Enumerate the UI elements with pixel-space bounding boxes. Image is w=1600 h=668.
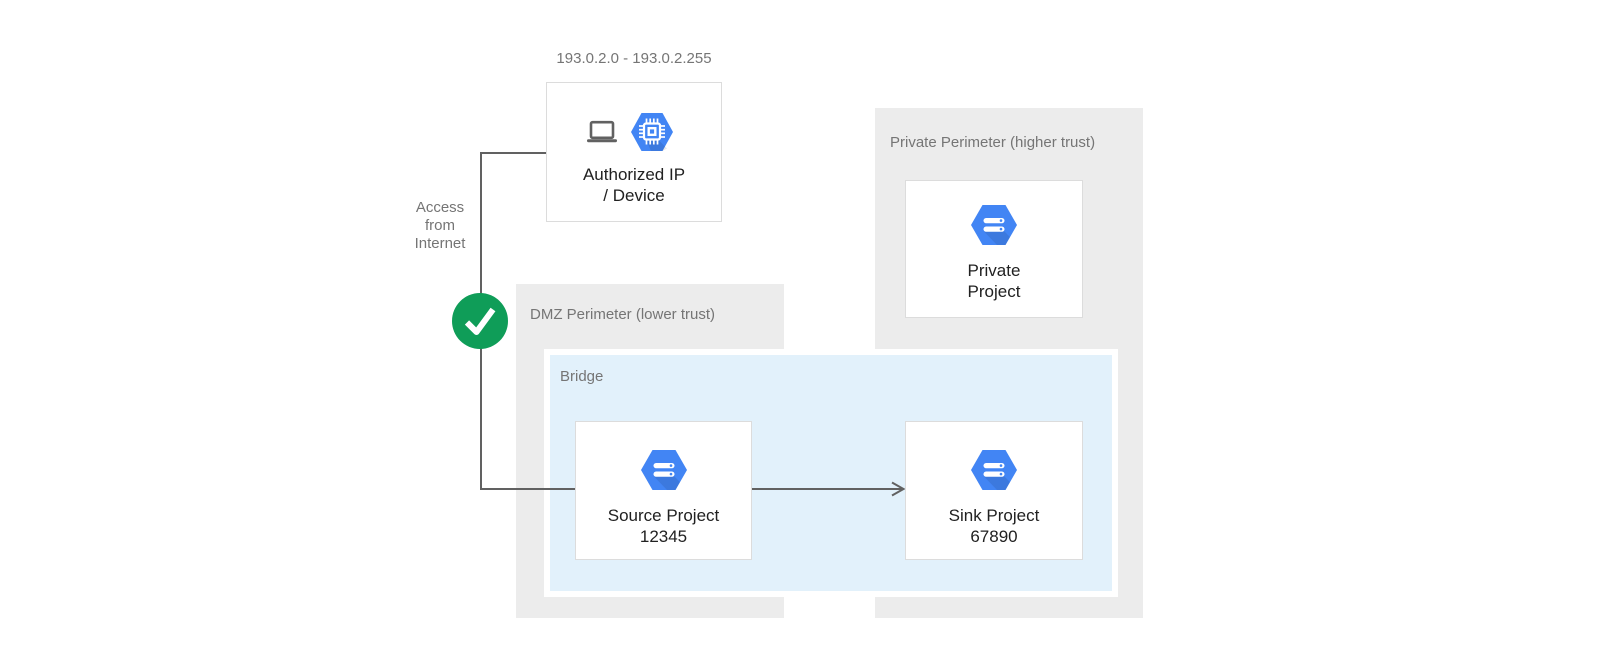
source-project-node: Source Project 12345: [575, 421, 752, 560]
private-project-label: Private Project: [967, 261, 1021, 301]
laptop-icon: [586, 120, 617, 143]
gcp-project-icon: [971, 205, 1017, 245]
access-label-line: from: [425, 217, 455, 234]
authorized-device-label: Authorized IP / Device: [582, 165, 686, 205]
private-project-node: Private Project: [905, 180, 1083, 318]
sink-project-label: Sink Project 67890: [948, 506, 1040, 546]
source-project-label: Source Project 12345: [607, 506, 720, 546]
check-icon: [464, 307, 496, 335]
access-label-line: Internet: [414, 235, 466, 252]
private-perimeter-label: Private Perimeter (higher trust): [890, 134, 1096, 151]
authorized-device-node: Authorized IP / Device: [546, 82, 722, 222]
access-from-internet-label: Access from Internet: [398, 199, 482, 253]
check-circle: [452, 293, 508, 349]
gcp-project-icon: [640, 450, 687, 490]
ip-range-label: 193.0.2.0 - 193.0.2.255: [556, 50, 712, 67]
chip-hexagon-icon: [630, 113, 673, 151]
sink-project-node: Sink Project 67890: [905, 421, 1083, 560]
access-label-line: Access: [415, 199, 465, 216]
authorized-device-icons: [586, 113, 673, 151]
dmz-perimeter-label: DMZ Perimeter (lower trust): [530, 306, 716, 323]
bridge-label: Bridge: [560, 368, 604, 385]
gcp-project-icon: [971, 450, 1017, 490]
